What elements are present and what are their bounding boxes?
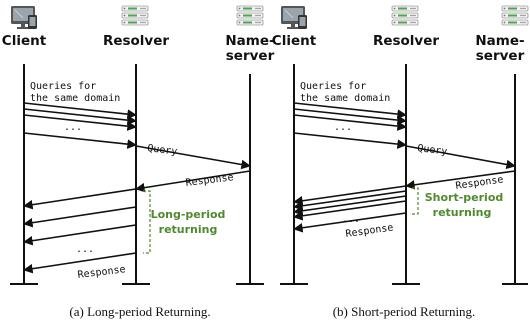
actor-nameserver-line2: server — [476, 48, 525, 64]
resolver-to-nameserver-arrow — [135, 145, 251, 170]
resolver-server-icon — [391, 5, 419, 26]
note-line1: Long-period — [151, 208, 226, 221]
returning-brace — [143, 190, 151, 254]
actor-client: Client — [272, 33, 317, 49]
actor-resolver: Resolver — [103, 33, 169, 49]
client-computer-icon — [10, 5, 38, 30]
actor-resolver: Resolver — [373, 33, 439, 49]
nameserver-server-icon — [501, 5, 529, 26]
return-arrow — [293, 195, 407, 216]
response-top-label: Response — [455, 174, 504, 192]
return-arrow — [293, 212, 407, 233]
nameserver-to-resolver-arrow — [135, 170, 251, 193]
panel-a: Client Resolver Name- server Queries for… — [2, 5, 275, 319]
queries-label-line2: the same domain — [30, 93, 120, 104]
return-arrow — [23, 224, 137, 246]
response-bottom-label: Response — [345, 222, 394, 240]
query-arrow — [23, 102, 137, 119]
client-computer-icon — [280, 5, 308, 30]
response-bottom-label: Response — [77, 264, 126, 281]
return-arrow — [23, 252, 137, 274]
resolver-server-icon — [121, 5, 149, 26]
query-arrow — [23, 108, 137, 125]
actor-nameserver-line2: server — [226, 48, 275, 64]
query-arrow — [293, 102, 407, 119]
query-arrow — [293, 108, 407, 125]
return-arrow — [293, 200, 407, 221]
nameserver-to-resolver-arrow — [405, 170, 516, 190]
note-line1: Short-period — [425, 191, 504, 204]
actor-client: Client — [2, 33, 47, 49]
query-arrow — [23, 132, 137, 149]
queries-label-line1: Queries for — [30, 81, 96, 92]
actor-nameserver-line1: Name- — [475, 33, 524, 49]
caption-b: (b) Short-period Returning. — [333, 304, 476, 319]
dots-top: ... — [64, 122, 82, 133]
nameserver-server-icon — [236, 5, 264, 26]
return-arrow — [23, 206, 137, 228]
return-arrow — [293, 190, 407, 211]
query-arrow — [293, 114, 407, 131]
caption-a: (a) Long-period Returning. — [69, 304, 210, 319]
resolver-to-nameserver-arrow — [405, 145, 516, 170]
actor-nameserver-line1: Name- — [225, 33, 274, 49]
return-arrow — [23, 188, 137, 210]
query-arrow — [23, 114, 137, 131]
dots-top: ... — [334, 122, 352, 133]
queries-label-line2: the same domain — [300, 93, 390, 104]
dots-bottom: ... — [342, 214, 360, 225]
return-arrow — [293, 185, 407, 206]
note-line2: returning — [159, 223, 218, 236]
panel-b: Client Resolver Name- server Queries for… — [272, 5, 529, 319]
dots-bottom: ... — [76, 244, 94, 255]
query-arrow — [293, 132, 407, 149]
returning-brace — [412, 187, 419, 215]
queries-label-line1: Queries for — [300, 81, 366, 92]
note-line2: returning — [433, 206, 492, 219]
